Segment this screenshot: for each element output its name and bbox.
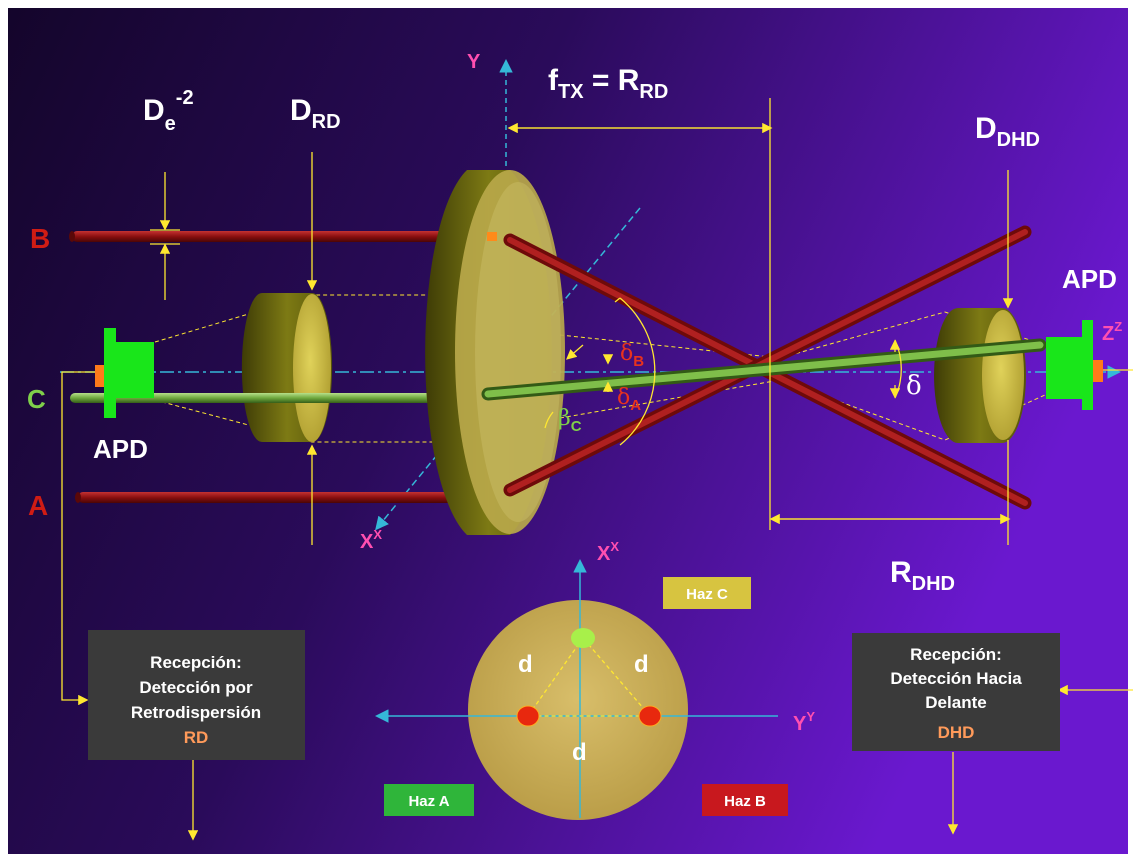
x-axis — [375, 207, 641, 531]
right-receiver-lens — [934, 308, 1026, 443]
axis-y-label: Y — [467, 51, 481, 73]
svg-text:Haz B: Haz B — [724, 793, 766, 810]
right-receiver-cone-bottom — [559, 379, 1046, 441]
svg-text:fTX = RRD: fTX = RRD — [548, 64, 668, 103]
delta-b-label: δB — [620, 341, 644, 370]
beam-a-label: A — [28, 490, 48, 521]
left-receiver-lens — [241, 293, 333, 443]
svg-text:Recepción:: Recepción: — [910, 645, 1002, 664]
apd-right-label: APD — [1062, 264, 1117, 294]
beam-b — [69, 231, 502, 242]
beam-b-spot — [638, 705, 662, 727]
apd-left-label: APD — [93, 434, 148, 464]
dimension-lines — [61, 98, 1133, 841]
svg-text:Detección Hacia: Detección Hacia — [890, 669, 1022, 688]
rd-reception-box: Recepción: Detección por Retrodispersión… — [88, 630, 305, 760]
beta-c-label: βC — [558, 406, 582, 435]
beam-b-label: B — [30, 223, 50, 254]
inset-x-label: XX — [597, 539, 619, 565]
legend-haz-a: Haz A — [384, 784, 474, 816]
svg-text:Haz C: Haz C — [686, 586, 728, 603]
beam-c-label: C — [27, 384, 46, 414]
right-apd-detector — [1046, 320, 1103, 410]
transmission-lens — [425, 170, 565, 535]
de-label: De-2 — [143, 87, 194, 135]
dhd-reception-box: Recepción: Detección Hacia Delante DHD — [852, 633, 1060, 751]
svg-text:Detección por: Detección por — [139, 678, 253, 697]
legend-haz-b: Haz B — [702, 784, 788, 816]
ddhd-label: DDHD — [975, 112, 1040, 151]
svg-text:Haz A: Haz A — [408, 793, 449, 810]
delta-label: δ — [906, 371, 922, 401]
beam-a-spot — [516, 705, 540, 727]
inset-d-right: d — [634, 651, 649, 678]
svg-text:DHD: DHD — [938, 723, 975, 742]
left-apd-detector — [95, 328, 154, 418]
beam-a — [75, 492, 458, 503]
beam-c-spot — [571, 628, 595, 648]
inset-d-left: d — [518, 651, 533, 678]
inset-y-label: YY — [793, 709, 815, 735]
svg-text:Retrodispersión: Retrodispersión — [131, 703, 261, 722]
beam-b-marker — [487, 232, 497, 241]
svg-text:Delante: Delante — [925, 693, 986, 712]
svg-text:Recepción:: Recepción: — [150, 653, 242, 672]
delta-a-label: δA — [617, 385, 641, 414]
beam-c — [70, 393, 470, 403]
inset-d-bottom: d — [572, 739, 587, 766]
svg-text:RD: RD — [184, 728, 209, 747]
drd-label: DRD — [290, 94, 341, 133]
cross-section-inset — [375, 559, 778, 820]
legend-haz-c: Haz C — [663, 577, 751, 609]
axis-x-label: XX — [360, 527, 382, 553]
axis-z-label: ZZ — [1102, 319, 1122, 345]
focal-length-label: fTX = RRD — [548, 64, 668, 103]
rdhd-label: RDHD — [890, 556, 955, 595]
beam-c-transmitted — [481, 338, 1047, 401]
